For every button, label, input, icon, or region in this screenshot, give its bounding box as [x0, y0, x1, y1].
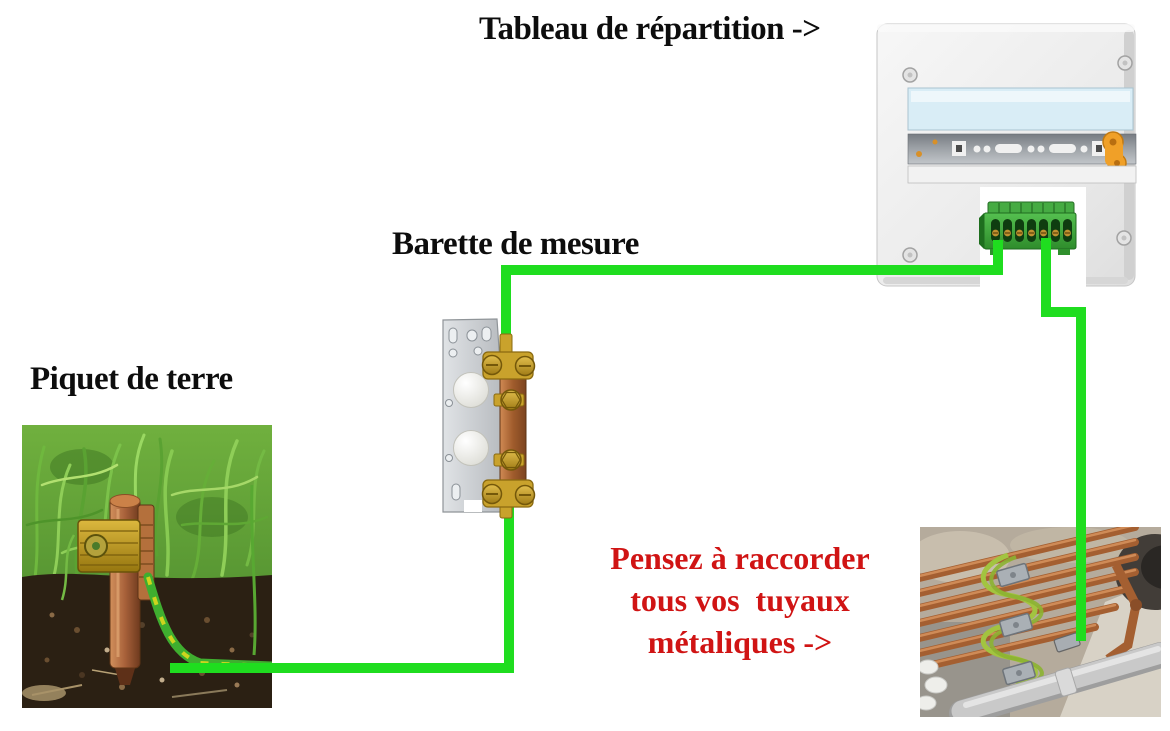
bonded-pipes-photo	[920, 527, 1161, 717]
measuring-bar-illustration	[442, 318, 536, 519]
note-line-1: Pensez à raccorder	[610, 540, 870, 576]
grass-blade-over-soil	[60, 534, 76, 601]
panel-orange-clips	[1102, 131, 1127, 173]
panel-din-rail	[907, 133, 1137, 165]
middle-bolt-upper	[493, 389, 525, 411]
note-line-3: métaliques ->	[647, 624, 833, 660]
note-bond-metal-pipes: Pensez à raccorder tous vos tuyaux métal…	[556, 537, 924, 663]
label-measuring-bar: Barette de mesure	[392, 226, 639, 262]
pvc-pipe	[949, 642, 1161, 717]
plate-notch	[464, 500, 482, 512]
earth-terminal-block	[979, 201, 1077, 255]
rod-clamp	[77, 504, 155, 601]
label-distribution-board: Tableau de répartition ->	[479, 11, 821, 47]
ceramic-insulator-bottom	[453, 430, 489, 466]
white-insulation-lumps	[920, 659, 948, 711]
pipe-bonding-clamps	[996, 562, 1036, 686]
ground-rod-photo	[22, 425, 272, 708]
copper-branch-pipe	[1105, 562, 1142, 663]
note-line-2: tous vos tuyaux	[630, 582, 850, 618]
ceramic-insulator-top	[453, 372, 489, 408]
label-ground-rod: Piquet de terre	[30, 361, 233, 397]
middle-bolt-lower	[493, 449, 525, 471]
distribution-board-illustration	[876, 23, 1137, 294]
terminal-screw-holes	[991, 219, 1072, 242]
panel-window-strip	[907, 87, 1134, 131]
panel-lower-slot	[907, 165, 1137, 184]
